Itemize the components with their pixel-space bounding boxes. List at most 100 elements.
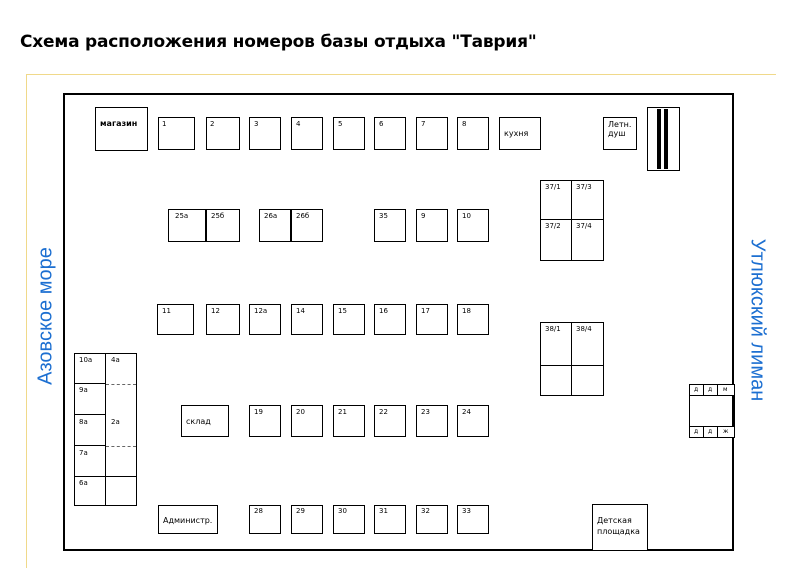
room-label: 15 xyxy=(338,307,347,315)
room-26a xyxy=(259,209,291,242)
room-label: 4а xyxy=(111,356,120,364)
room-30 xyxy=(333,505,365,534)
sea-label: Азовское море xyxy=(34,247,57,385)
room-25a xyxy=(168,209,206,242)
room-label: 25а xyxy=(175,212,189,220)
room-9a xyxy=(74,383,106,415)
admin-building xyxy=(158,505,218,534)
room-12 xyxy=(206,304,240,335)
room-15 xyxy=(333,304,365,335)
shop-label: магазин xyxy=(100,119,138,128)
partition-line xyxy=(106,384,136,385)
estuary-label: Утлюкский лиман xyxy=(746,238,769,402)
toilet-label: м xyxy=(723,386,728,393)
room-label: 2а xyxy=(111,418,120,426)
room-label: 20 xyxy=(296,408,305,416)
room-33 xyxy=(457,505,489,534)
room-label: 7а xyxy=(79,449,88,457)
territory-outline xyxy=(63,93,734,551)
warehouse-label: склад xyxy=(186,417,211,426)
room-24 xyxy=(457,405,489,437)
room-label: 8а xyxy=(79,418,88,426)
room-23 xyxy=(416,405,448,437)
room-38-4 xyxy=(571,322,604,366)
room-label: 38/4 xyxy=(576,325,592,333)
room-5 xyxy=(333,117,365,150)
room-35 xyxy=(374,209,406,242)
room-label: 9а xyxy=(79,386,88,394)
room-3 xyxy=(249,117,281,150)
room-28 xyxy=(249,505,281,534)
room-label: 19 xyxy=(254,408,263,416)
toilet-label: д xyxy=(694,428,699,435)
room-label: 17 xyxy=(421,307,430,315)
room-label: 22 xyxy=(379,408,388,416)
frame-border-left xyxy=(26,74,27,568)
room-26b xyxy=(291,209,323,242)
gate xyxy=(647,107,680,171)
toilet-label: ж xyxy=(723,428,729,435)
room-label: 37/1 xyxy=(545,183,561,191)
room-label: 38/1 xyxy=(545,325,561,333)
room-20 xyxy=(291,405,323,437)
room-37-2 xyxy=(540,219,572,261)
room-label: 3 xyxy=(254,120,259,128)
toilet-label: д xyxy=(708,386,713,393)
room-label: 37/2 xyxy=(545,222,561,230)
room-25b xyxy=(206,209,240,242)
room-9 xyxy=(416,209,448,242)
room-4 xyxy=(291,117,323,150)
room-label: 30 xyxy=(338,507,347,515)
room-label: 9 xyxy=(421,212,426,220)
room-label: 29 xyxy=(296,507,305,515)
room-label: 21 xyxy=(338,408,347,416)
gate-stripe xyxy=(657,109,661,169)
room-label: 16 xyxy=(379,307,388,315)
room-label: 6 xyxy=(379,120,384,128)
room-label: 6а xyxy=(79,479,88,487)
room-label: 31 xyxy=(379,507,388,515)
room-label: 2 xyxy=(210,120,215,128)
room-label: 10 xyxy=(462,212,471,220)
room-29 xyxy=(291,505,323,534)
room-label: 28 xyxy=(254,507,263,515)
room-38-2 xyxy=(571,365,604,396)
room-label: 5 xyxy=(338,120,343,128)
room-2 xyxy=(206,117,240,150)
room-label: 32 xyxy=(421,507,430,515)
partition-line xyxy=(106,446,136,447)
room-label: 8 xyxy=(462,120,467,128)
room-1 xyxy=(158,117,195,150)
room-7a xyxy=(74,445,106,477)
room-label: 14 xyxy=(296,307,305,315)
room-label: 4 xyxy=(296,120,301,128)
room-label: 7 xyxy=(421,120,426,128)
toilet-label: д xyxy=(708,428,713,435)
warehouse-building xyxy=(181,405,229,437)
room-6 xyxy=(374,117,406,150)
room-unnamed xyxy=(105,476,137,506)
gate-stripe xyxy=(664,109,668,169)
room-7 xyxy=(416,117,448,150)
room-4a xyxy=(105,353,137,477)
room-label: 12а xyxy=(254,307,268,315)
shower-label: Летн. душ xyxy=(608,120,632,138)
room-label: 33 xyxy=(462,507,471,515)
playground xyxy=(592,504,648,551)
shop-building xyxy=(95,107,148,151)
room-16 xyxy=(374,304,406,335)
room-38-3 xyxy=(540,365,572,396)
room-19 xyxy=(249,405,281,437)
room-17 xyxy=(416,304,448,335)
room-label: 24 xyxy=(462,408,471,416)
room-label: 1 xyxy=(162,120,167,128)
room-32 xyxy=(416,505,448,534)
room-10 xyxy=(457,209,489,242)
room-11 xyxy=(157,304,194,335)
room-label: 35 xyxy=(379,212,388,220)
room-8 xyxy=(457,117,489,150)
room-label: 37/3 xyxy=(576,183,592,191)
room-label: 23 xyxy=(421,408,430,416)
toilet-label: д xyxy=(694,386,699,393)
room-22 xyxy=(374,405,406,437)
